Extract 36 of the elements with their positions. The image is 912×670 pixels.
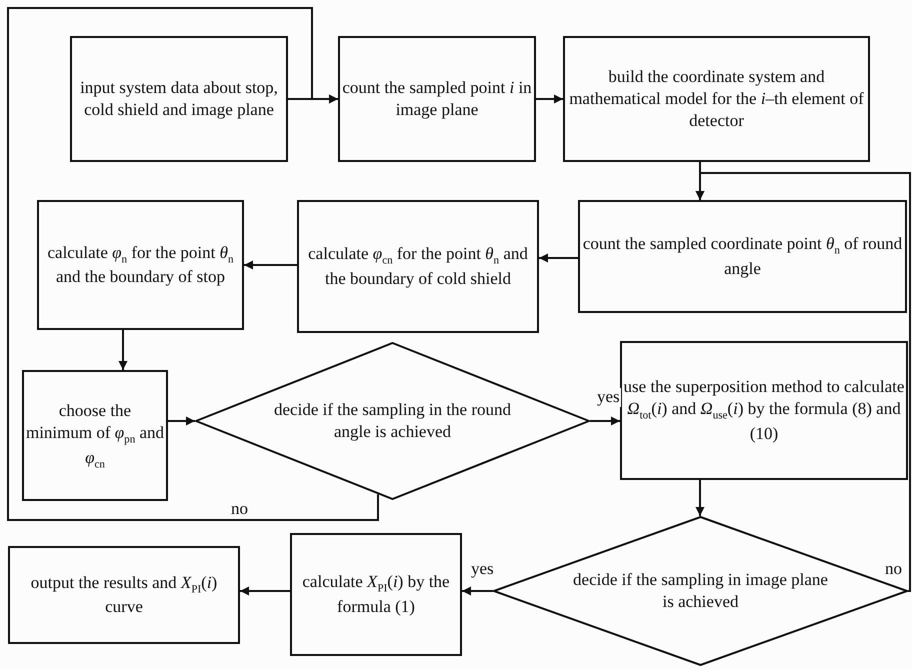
step-text: choose the minimum of φ$_{pn}$ and φ$_{cn}$ <box>24 400 166 472</box>
arrow <box>696 172 911 592</box>
arrow <box>118 330 128 370</box>
arrow <box>696 480 704 516</box>
step-text: output the results and X$_{PI}$(i) curve <box>30 572 218 618</box>
arrow <box>168 416 195 426</box>
decision-diamond <box>195 342 590 500</box>
step-text: calculate φ$_{cn}$ for the point θ$_{n}$ and the boundary of cold shield <box>307 243 529 290</box>
process-box <box>338 36 536 162</box>
step-text: count the sampled coordinate point θ$_{n}$ of round angle <box>582 233 904 280</box>
arrow <box>590 416 620 426</box>
step-text: build the coordinate system and mathematical model for the i–th element of detector <box>568 66 865 132</box>
step-text: count the sampled point i in image plane <box>341 76 533 121</box>
process-box <box>37 200 244 330</box>
arrow <box>244 260 297 270</box>
process-box <box>563 36 870 162</box>
process-box <box>70 36 288 162</box>
arrow <box>240 586 290 596</box>
step-text: decide if the sampling in image plane is achieved <box>573 568 828 613</box>
step-text: decide if the sampling in the round angle is achieved <box>273 398 512 443</box>
edge-label: yes <box>596 388 621 407</box>
step-text: input system data about stop, cold shield and image plane <box>79 76 279 121</box>
decision-diamond <box>493 516 908 666</box>
process-box <box>620 341 908 480</box>
process-box <box>290 533 462 656</box>
process-box <box>22 370 168 501</box>
process-box <box>578 200 907 313</box>
arrow <box>462 586 493 596</box>
arrow <box>7 7 379 521</box>
step-text: use the superposition method to calculate Ω$_{tot}$(i) and Ω$_{use}$(i) by the formula (8) and (10) <box>622 376 906 445</box>
step-text: calculate X$_{PI}$(i) by the formula (1) <box>301 571 451 618</box>
step-text: calculate φ$_{n}$ for the point θ$_{n}$ and the boundary of stop <box>46 242 235 288</box>
arrow <box>539 254 578 262</box>
arrow <box>536 94 563 104</box>
process-box <box>8 546 240 644</box>
process-box <box>297 200 539 333</box>
